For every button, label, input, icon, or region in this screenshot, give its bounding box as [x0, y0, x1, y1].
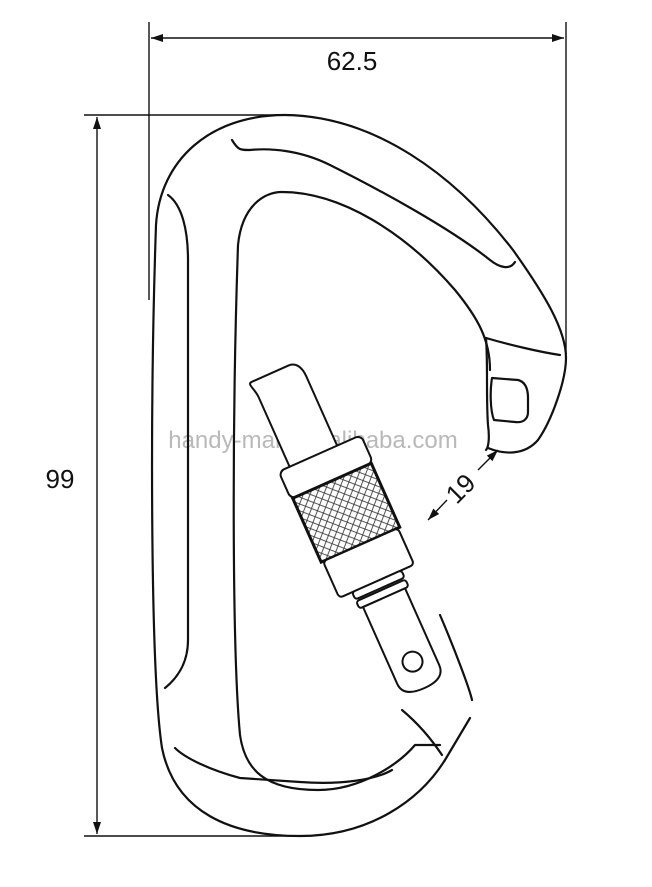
width-label: 62.5 — [327, 46, 378, 76]
gate-pin-hole — [401, 650, 424, 673]
top-ridge — [230, 138, 517, 269]
body-inner-contour — [232, 190, 492, 792]
gate-shaft — [361, 587, 442, 693]
width-dimension — [148, 22, 567, 356]
nose-outline — [484, 336, 562, 357]
hinge-edge — [400, 708, 444, 757]
height-dimension — [84, 114, 300, 837]
body-outer-contour — [150, 113, 568, 838]
carabiner-body — [150, 113, 568, 838]
screw-gate — [249, 363, 442, 693]
nose-slot — [489, 376, 530, 424]
gate-opening-dimension-line-lower — [427, 499, 448, 521]
nose-tip — [484, 336, 490, 452]
bottom-rim — [173, 746, 394, 784]
height-label: 99 — [46, 464, 75, 494]
gate-opening-dimension-line-upper — [477, 449, 499, 471]
gate-opening-label: 19 — [440, 468, 482, 510]
gate-opening-dimension — [427, 449, 499, 521]
spine-rim — [163, 193, 190, 690]
gate-ring-1 — [352, 570, 405, 600]
